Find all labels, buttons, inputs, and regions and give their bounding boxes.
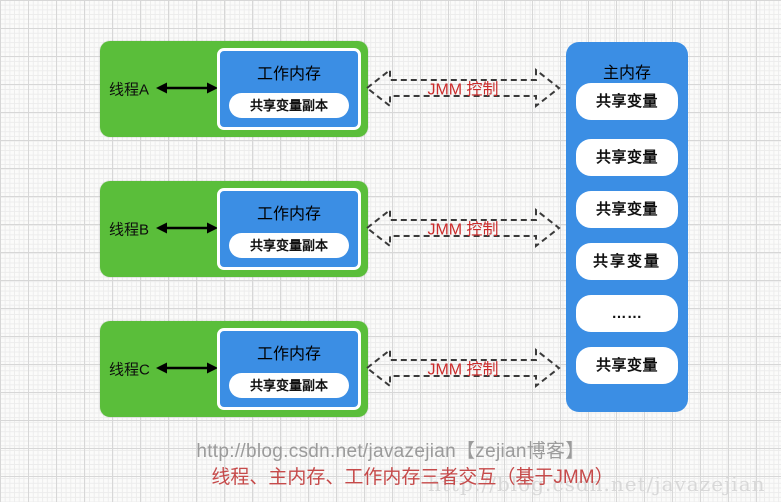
shared-variable-copy: 共享变量副本: [229, 93, 349, 118]
dashed-double-arrow-icon: [365, 207, 561, 249]
jmm-control-label: JMM 控制: [427, 81, 499, 99]
working-memory-title: 工作内存: [256, 66, 321, 83]
main-memory-title: 主内存: [602, 65, 651, 82]
double-arrow-icon: [156, 221, 218, 240]
blog-source-line: http://blog.csdn.net/javazejian【zejian博客…: [196, 441, 585, 462]
watermark-text: http://blog.csdn.net/javazejian: [428, 472, 766, 496]
working-memory-box: 工作内存 共享变量副本: [217, 328, 361, 410]
dashed-double-arrow-icon: [365, 347, 561, 389]
shared-variable-copy: 共享变量副本: [229, 233, 349, 258]
thread-block-b: 线程B 工作内存 共享变量副本: [100, 181, 368, 277]
jmm-control-arrow: JMM 控制: [364, 66, 562, 110]
shared-variable-slot: 共享变量: [576, 243, 678, 280]
double-arrow-icon: [156, 81, 218, 100]
dashed-double-arrow-icon: [365, 67, 561, 109]
shared-variable-slot: 共享变量: [576, 191, 678, 228]
thread-block-c: 线程C 工作内存 共享变量副本: [100, 321, 368, 417]
shared-variable-copy: 共享变量副本: [229, 373, 349, 398]
thread-label: 线程C: [109, 361, 150, 379]
thread-label: 线程B: [109, 221, 150, 239]
jmm-control-label: JMM 控制: [427, 361, 499, 379]
working-memory-title: 工作内存: [256, 346, 321, 363]
working-memory-title: 工作内存: [256, 206, 321, 223]
shared-variable-slot: 共享变量: [576, 83, 678, 120]
diagram-caption: 线程、主内存、工作内存三者交互（基于JMM）: [211, 467, 614, 488]
working-memory-box: 工作内存 共享变量副本: [217, 188, 361, 270]
thread-label: 线程A: [109, 81, 150, 99]
double-arrow-icon: [156, 361, 218, 380]
shared-variable-slot: 共享变量: [576, 139, 678, 176]
thread-block-a: 线程A 工作内存 共享变量副本: [100, 41, 368, 137]
shared-variable-slot: 共享变量: [576, 347, 678, 384]
working-memory-box: 工作内存 共享变量副本: [217, 48, 361, 130]
jmm-control-label: JMM 控制: [427, 221, 499, 239]
main-memory-panel: 主内存 共享变量 共享变量 共享变量 …… 共享变量 共享变量: [566, 42, 688, 412]
jmm-control-arrow: JMM 控制: [364, 206, 562, 250]
jmm-control-arrow: JMM 控制: [364, 346, 562, 390]
ellipsis-slot: ……: [576, 295, 678, 332]
